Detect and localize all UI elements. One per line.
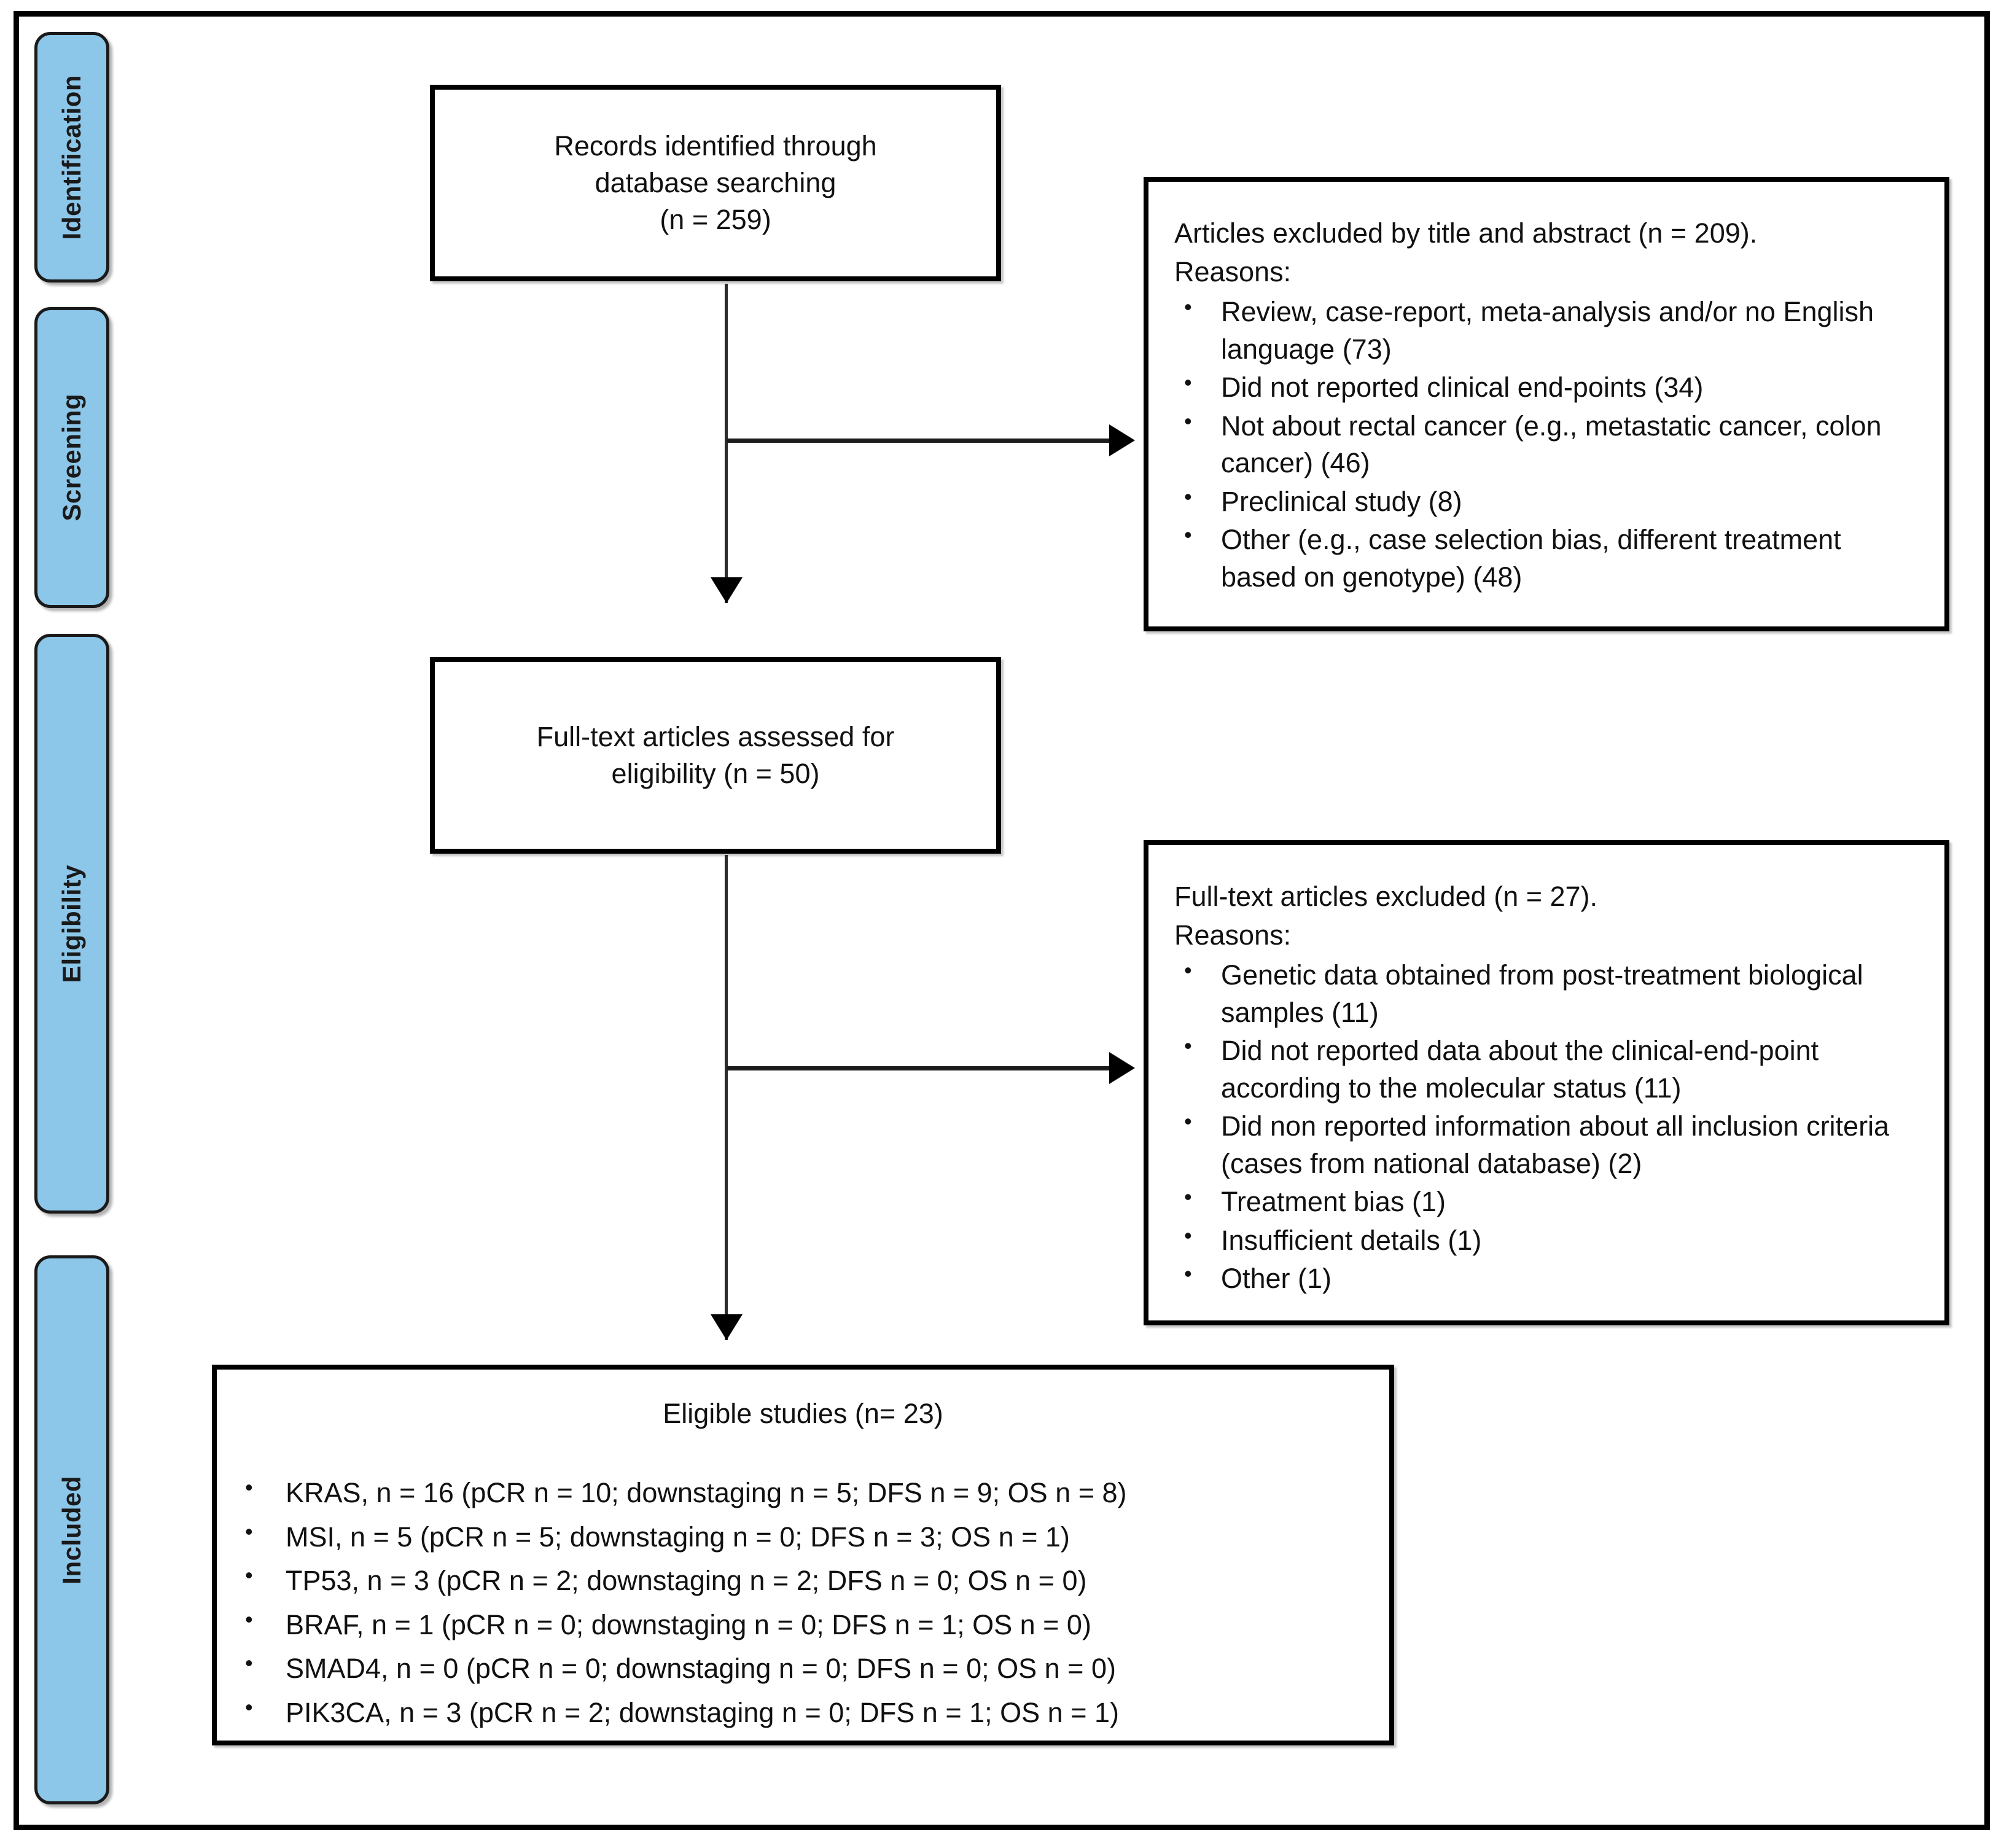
list-item: SMAD4, n = 0 (pCR n = 0; downstaging n =… [217, 1649, 1389, 1687]
stage-pill-screening: Screening [34, 307, 109, 608]
stage-pill-included: Included [34, 1255, 109, 1804]
arrow-right-eligibility-exclusion [1109, 1052, 1135, 1084]
list-item: Genetic data obtained from post-treatmen… [1174, 956, 1920, 1031]
list-item: Preclinical study (8) [1174, 482, 1920, 521]
records-identified-line-1: Records identified through [554, 130, 877, 162]
list-item: MSI, n = 5 (pCR n = 5; downstaging n = 0… [217, 1518, 1389, 1556]
stage-pill-eligibility: Eligibility [34, 634, 109, 1214]
stage-pill-identification: Identification [34, 32, 109, 283]
connector-eligibility-exclusion [727, 1066, 1114, 1070]
stage-label-screening: Screening [57, 394, 86, 521]
arrow-right-screening-exclusion [1109, 424, 1135, 456]
diagram-outer-frame [14, 11, 1990, 1830]
records-identified-line-3: (n = 259) [660, 204, 771, 236]
list-item: TP53, n = 3 (pCR n = 2; downstaging n = … [217, 1561, 1389, 1599]
stage-label-eligibility: Eligibility [57, 864, 86, 983]
fulltext-assessed-line-1: Full-text articles assessed for [536, 720, 895, 752]
box-excluded-title-abstract: Articles excluded by title and abstract … [1144, 177, 1949, 631]
list-item: PIK3CA, n = 3 (pCR n = 2; downstaging n … [217, 1693, 1389, 1731]
list-item: Insufficient details (1) [1174, 1221, 1920, 1260]
list-item: Did not reported clinical end-points (34… [1174, 368, 1920, 407]
connector-screening-exclusion [727, 439, 1114, 443]
excluded-fulltext-heading-1: Full-text articles excluded (n = 27). [1174, 881, 1598, 912]
eligible-studies-title: Eligible studies (n= 23) [663, 1398, 943, 1429]
list-item: Other (1) [1174, 1259, 1920, 1298]
list-item: KRAS, n = 16 (pCR n = 10; downstaging n … [217, 1473, 1389, 1511]
list-item: Review, case-report, meta-analysis and/o… [1174, 292, 1920, 368]
list-item: Other (e.g., case selection bias, differ… [1174, 520, 1920, 596]
excluded-fulltext-heading-2: Reasons: [1174, 919, 1292, 951]
list-item: Not about rectal cancer (e.g., metastati… [1174, 407, 1920, 482]
excluded-title-abstract-reason-list: Review, case-report, meta-analysis and/o… [1174, 292, 1920, 596]
excluded-title-abstract-heading-1: Articles excluded by title and abstract … [1174, 217, 1758, 249]
box-records-identified: Records identified through database sear… [430, 85, 1001, 281]
connector-fulltext-to-eligible [725, 855, 728, 1340]
arrow-down-identified-to-fulltext [711, 577, 743, 603]
stage-label-identification: Identification [57, 74, 86, 240]
list-item: Treatment bias (1) [1174, 1182, 1920, 1221]
excluded-fulltext-reason-list: Genetic data obtained from post-treatmen… [1174, 956, 1920, 1298]
connector-identified-to-fulltext [725, 284, 728, 603]
list-item: BRAF, n = 1 (pCR n = 0; downstaging n = … [217, 1605, 1389, 1643]
box-excluded-fulltext: Full-text articles excluded (n = 27). Re… [1144, 840, 1949, 1325]
arrow-down-fulltext-to-eligible [711, 1314, 743, 1340]
eligible-studies-list: KRAS, n = 16 (pCR n = 10; downstaging n … [217, 1430, 1389, 1731]
records-identified-line-2: database searching [595, 166, 836, 198]
fulltext-assessed-line-2: eligibility (n = 50) [611, 758, 820, 789]
box-eligible-studies: Eligible studies (n= 23) KRAS, n = 16 (p… [212, 1365, 1394, 1745]
excluded-title-abstract-heading-2: Reasons: [1174, 256, 1292, 287]
list-item: Did non reported information about all i… [1174, 1107, 1920, 1182]
list-item: Did not reported data about the clinical… [1174, 1031, 1920, 1107]
box-fulltext-assessed: Full-text articles assessed for eligibil… [430, 657, 1001, 854]
stage-label-included: Included [57, 1475, 86, 1585]
